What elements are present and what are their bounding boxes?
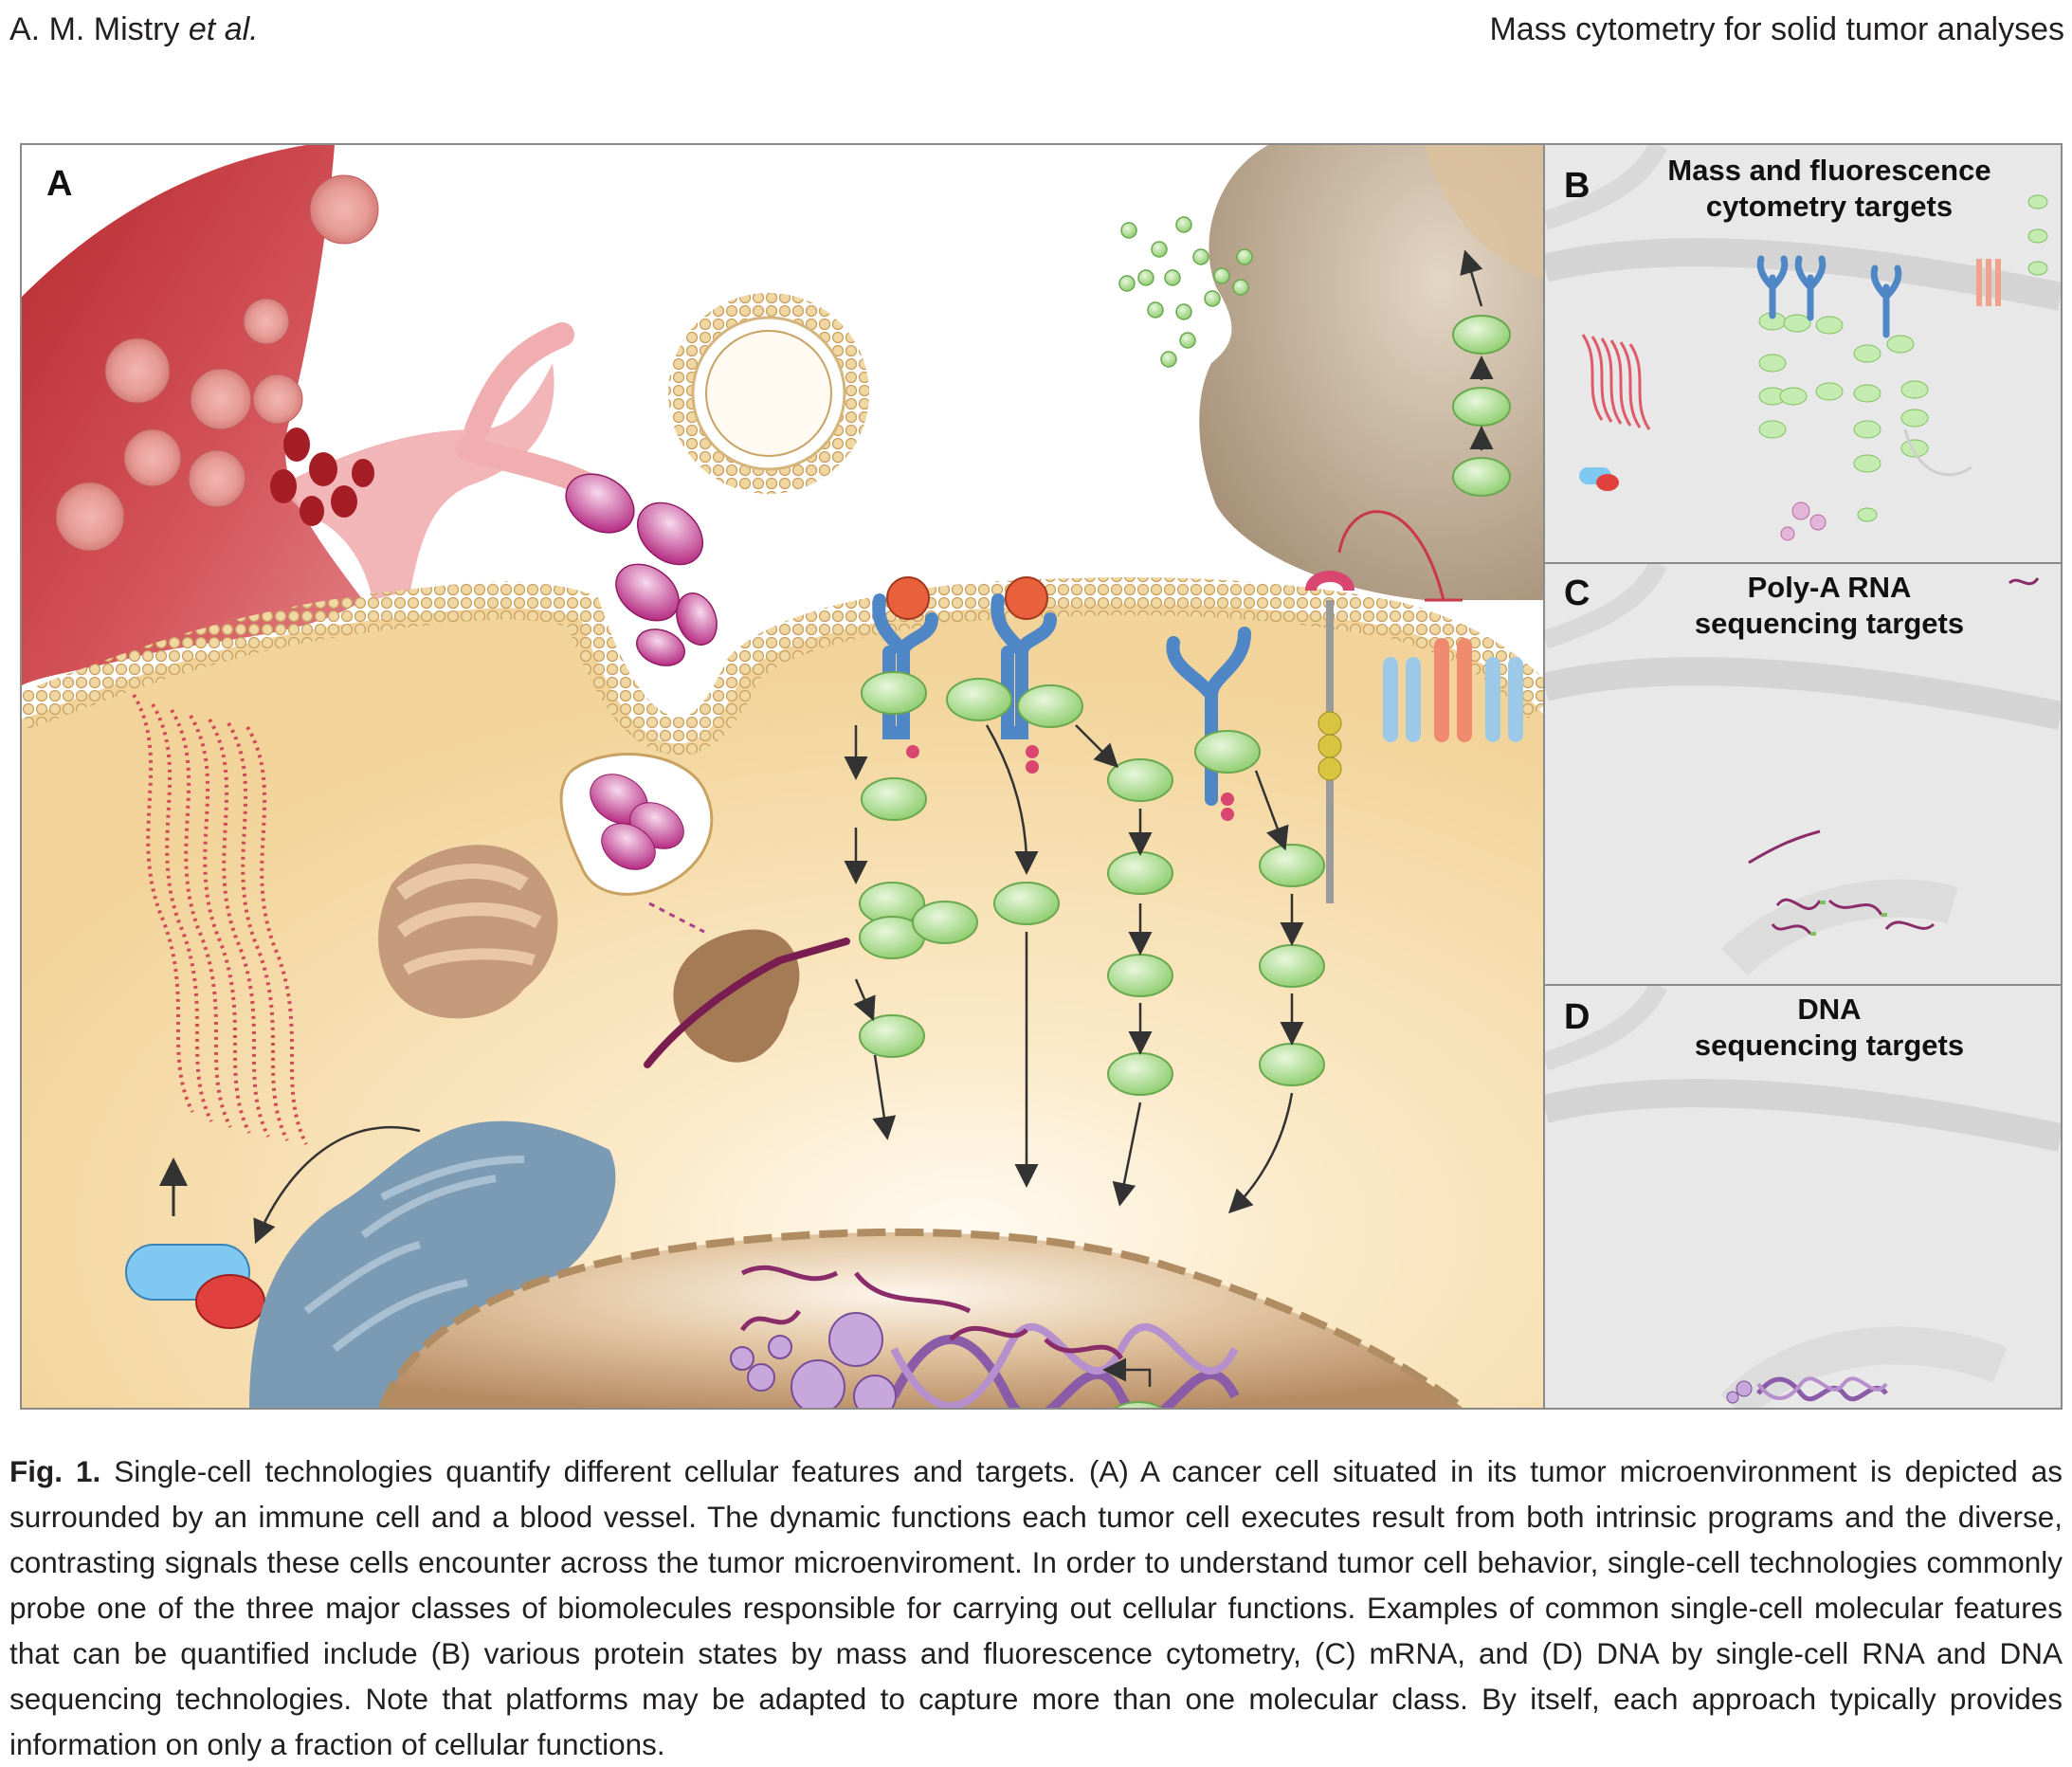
panel-c-title-line2: sequencing targets bbox=[1694, 607, 1965, 640]
caption-text: Single-cell technologies quantify differ… bbox=[9, 1454, 2063, 1761]
receptor-1 bbox=[872, 576, 938, 758]
cell-illustration bbox=[22, 145, 1543, 1408]
panel-a-letter: A bbox=[46, 164, 73, 204]
secreted-vesicles bbox=[1118, 216, 1253, 368]
panel-d-illustration bbox=[1545, 986, 2061, 1408]
mrna-targets bbox=[1748, 577, 2040, 935]
panel-c-illustration bbox=[1545, 564, 2061, 984]
endoplasmic-reticulum bbox=[249, 1120, 616, 1408]
vessel-branch bbox=[278, 363, 554, 600]
panel-d-title-line1: DNA bbox=[1797, 993, 1862, 1026]
panel-a: A bbox=[22, 145, 1545, 1408]
panel-b-letter: B bbox=[1564, 166, 1590, 206]
panel-c-letter: C bbox=[1564, 574, 1590, 613]
panel-c-title-line1: Poly-A RNA bbox=[1747, 571, 1912, 604]
endocytic-vesicles bbox=[565, 473, 718, 666]
actin-targets bbox=[1581, 334, 1651, 430]
panel-b: B Mass and fluorescence cytometry target… bbox=[1545, 145, 2061, 564]
panel-b-title-line2: cytometry targets bbox=[1705, 190, 1954, 223]
golgi-apparatus bbox=[378, 845, 558, 1019]
blood-vessel bbox=[22, 145, 363, 685]
panel-b-illustration bbox=[1545, 145, 2061, 562]
endosome bbox=[559, 753, 714, 896]
poly-a-tails bbox=[1810, 901, 1887, 936]
figure-1: A bbox=[20, 143, 2063, 1410]
liposome bbox=[668, 293, 869, 494]
transcription-factor bbox=[125, 1244, 265, 1329]
panel-d-title: DNA sequencing targets bbox=[1621, 992, 2038, 1064]
extravasating-cells bbox=[270, 428, 374, 526]
panel-b-title: Mass and fluorescence cytometry targets bbox=[1621, 153, 2038, 225]
immune-receptors bbox=[1383, 638, 1523, 742]
running-head-title: Mass cytometry for solid tumor analyses bbox=[1489, 11, 2064, 47]
nucleosomes bbox=[730, 1312, 897, 1408]
red-blood-cells bbox=[55, 174, 379, 552]
vesicle-targets bbox=[1780, 501, 1827, 541]
panel-c: C Poly-A RNA sequencing targets bbox=[1545, 564, 2061, 986]
actin-filaments bbox=[132, 693, 308, 1145]
plasma-membrane bbox=[22, 577, 1543, 756]
dna-targets bbox=[1726, 1376, 1888, 1404]
figure-caption: Fig. 1. Single-cell technologies quantif… bbox=[9, 1448, 2063, 1767]
running-head-authors: A. M. Mistry et al. bbox=[9, 11, 259, 48]
signaling-arrows bbox=[844, 249, 1494, 1214]
panel-c-title: Poly-A RNA sequencing targets bbox=[1621, 570, 2038, 642]
authors-text: A. M. Mistry bbox=[9, 11, 180, 47]
authors-etal: et al. bbox=[188, 11, 259, 47]
caption-label: Fig. 1. bbox=[9, 1454, 101, 1488]
panel-d-letter: D bbox=[1564, 997, 1590, 1037]
panel-b-title-line1: Mass and fluorescence bbox=[1667, 154, 1991, 187]
panel-d: D DNA sequencing targets bbox=[1545, 986, 2061, 1408]
receptor-3 bbox=[1166, 627, 1251, 821]
receptor-targets-b bbox=[1976, 259, 2001, 306]
receptor-targets bbox=[1756, 255, 1902, 338]
tf-on-dna bbox=[1114, 1401, 1163, 1408]
protein-targets bbox=[1758, 194, 2048, 522]
mrna-strands bbox=[739, 1265, 1124, 1360]
panel-d-title-line2: sequencing targets bbox=[1694, 1029, 1965, 1062]
signaling-proteins bbox=[859, 315, 1511, 1096]
dna-double-helix bbox=[889, 1322, 1240, 1408]
receptor-4 bbox=[1305, 571, 1354, 903]
